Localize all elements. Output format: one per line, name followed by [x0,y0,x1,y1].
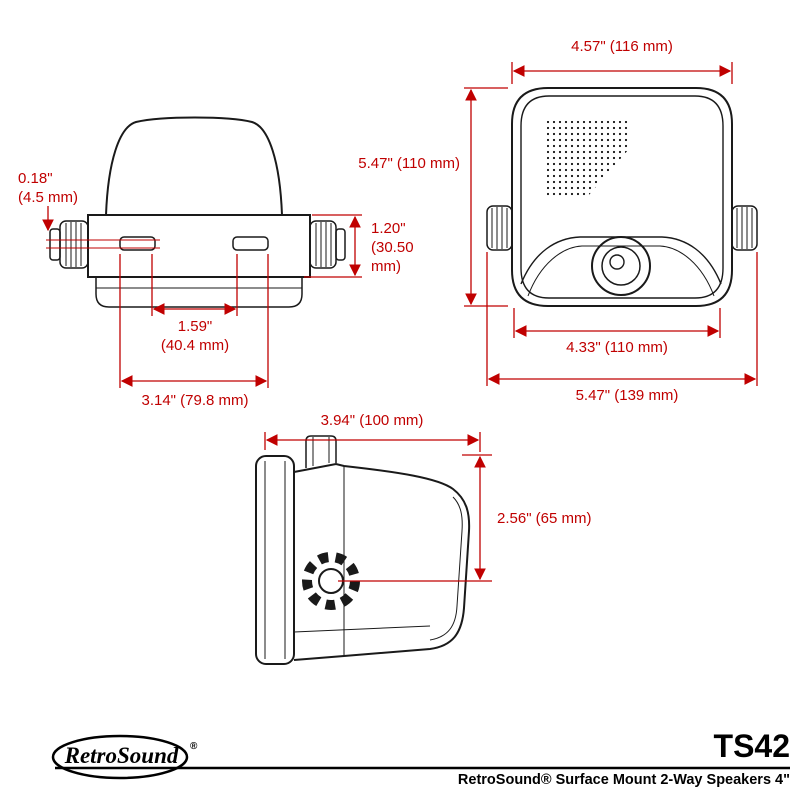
top-view-drawing [49,116,346,308]
speaker-grille-dots [547,121,629,196]
dim-side-depth: 3.94" (100 mm) [320,412,424,429]
top-right-knob [309,220,346,269]
mount-slot-right [232,236,269,251]
dim-top-depth: 1.20" (30.50 mm) [371,220,414,275]
logo-registered-mark: ® [190,741,198,752]
model-number: TS42 [713,728,790,764]
front-right-knob [731,205,758,251]
dim-front-width-outer: 5.47" (139 mm) [575,387,679,404]
dim-side-height: 2.56" (65 mm) [497,510,592,527]
side-view-drawing [255,435,471,665]
dim-front-width-top: 4.57" (116 mm) [571,38,673,55]
dimension-lines [42,62,758,582]
connector-circle [591,236,651,296]
retrosound-logo: RetroSound [64,743,179,768]
product-subtitle: RetroSound® Surface Mount 2-Way Speakers… [457,772,790,788]
front-left-knob [486,205,513,251]
dim-top-slot-spacing: 1.59" (40.4 mm) [160,318,230,354]
front-view-drawing [486,87,758,307]
dim-front-height-left: 5.47" (110 mm) [358,155,460,172]
logo-oval [51,734,189,780]
dim-top-offset: 0.18" (4.5 mm) [18,170,78,206]
top-left-knob [49,220,89,269]
dim-top-mount-width: 3.14" (79.8 mm) [141,392,249,409]
dim-front-width-inner: 4.33" (110 mm) [566,339,668,356]
mount-slot-left [119,236,156,251]
